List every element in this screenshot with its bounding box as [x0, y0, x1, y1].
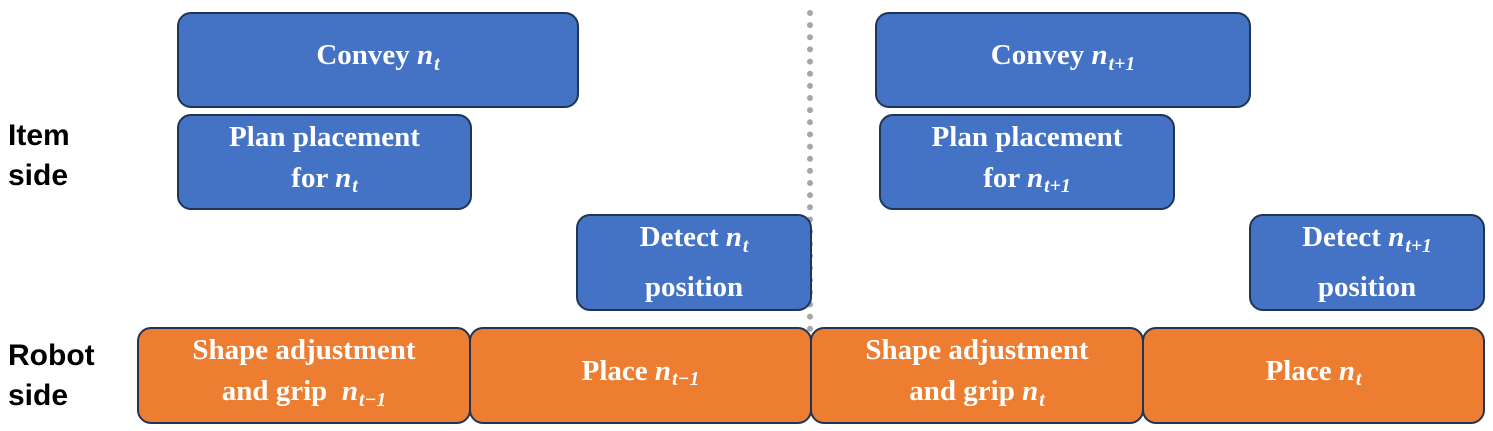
task-detect-nt-position: Detect nt position	[576, 214, 812, 311]
item-side-label: Item side	[8, 119, 70, 192]
task-shape-adjust-grip-nt: Shape adjustment and grip nt	[810, 327, 1144, 424]
task-plan-placement-nt: Plan placement for nt	[177, 114, 472, 210]
task-place-ntm1: Place nt−1	[469, 327, 812, 424]
task-shape-adjust-grip-ntm1: Shape adjustment and grip nt−1	[137, 327, 471, 424]
timestep-divider	[807, 10, 813, 332]
task-convey-nt: Convey nt	[177, 12, 579, 108]
robot-side-label: Robot side	[8, 339, 95, 412]
task-plan-placement-nt1: Plan placement for nt+1	[879, 114, 1175, 210]
task-detect-nt1-position: Detect nt+1 position	[1249, 214, 1485, 311]
task-place-nt: Place nt	[1142, 327, 1485, 424]
task-convey-nt1: Convey nt+1	[875, 12, 1251, 108]
